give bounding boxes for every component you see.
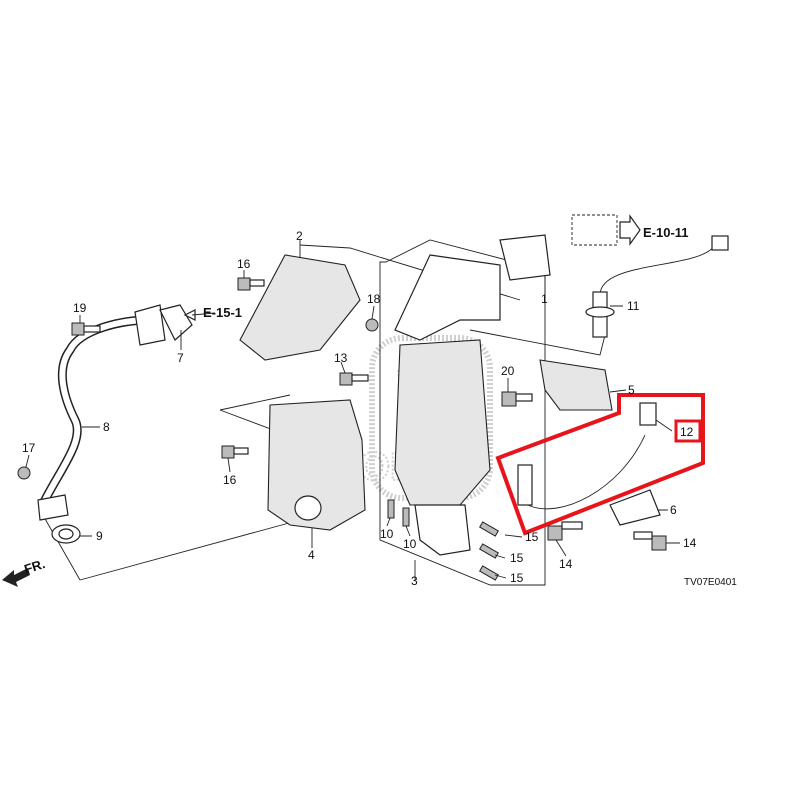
callout-1: 1 <box>541 292 548 306</box>
stud-10b <box>402 507 410 527</box>
bracket-part-6 <box>609 489 661 526</box>
reference-arrow-icon <box>619 214 641 246</box>
callout-19: 19 <box>73 301 87 315</box>
stud-15 <box>479 521 499 537</box>
heat-shield-part-5 <box>539 359 613 411</box>
callout-14: 14 <box>559 557 573 571</box>
leader-lines <box>25 240 680 579</box>
highlight-box <box>495 393 705 536</box>
callout-18: 18 <box>367 292 381 306</box>
callout-2: 2 <box>296 229 303 243</box>
lower-heat-shield-part-4 <box>267 399 366 531</box>
callout-10b: 10 <box>403 537 417 551</box>
bolt-14 <box>547 525 563 541</box>
callout-20: 20 <box>501 364 515 378</box>
reference-e10-11[interactable]: E-10-11 <box>643 225 689 240</box>
callout-7: 7 <box>177 351 184 365</box>
callout-labels: 1 2 3 4 5 6 7 8 9 10 10 11 12 13 14 14 1… <box>22 229 697 588</box>
assembly-lines <box>39 239 606 586</box>
callout-4: 4 <box>308 548 315 562</box>
bolt-16 <box>237 277 251 291</box>
reference-e15-1[interactable]: E-15-1 <box>203 305 242 320</box>
callout-16b: 16 <box>223 473 237 487</box>
callout-13: 13 <box>334 351 348 365</box>
callout-12: 12 <box>680 425 694 439</box>
front-arrow-label: FR. <box>22 556 47 577</box>
callout-9: 9 <box>96 529 103 543</box>
stud-15c <box>479 565 499 581</box>
diagram-code: TV07E0401 <box>684 577 737 588</box>
reference-box <box>571 214 618 246</box>
front-arrow-icon <box>2 568 30 587</box>
oxygen-sensor-part-11 <box>585 235 729 338</box>
callout-15b: 15 <box>510 551 524 565</box>
bolt-19 <box>71 322 85 336</box>
callout-5: 5 <box>628 383 635 397</box>
oxygen-sensor-part-12 <box>517 402 657 510</box>
callout-16: 16 <box>237 257 251 271</box>
callout-3: 3 <box>411 574 418 588</box>
callout-8: 8 <box>103 420 110 434</box>
callout-15c: 15 <box>510 571 524 585</box>
egr-pipe-part-8 <box>37 304 193 544</box>
gasket-part-1 <box>499 234 551 281</box>
bolt-13 <box>339 372 353 386</box>
callout-17: 17 <box>22 441 36 455</box>
stud-10 <box>387 499 395 519</box>
highlight-label-box <box>674 419 702 443</box>
bolt-14b <box>651 535 667 551</box>
bolt-16b <box>221 445 235 459</box>
upper-heat-shield-part-2 <box>239 254 361 361</box>
catalytic-converter-part-3 <box>394 254 501 556</box>
gasket-part-7 <box>159 304 193 341</box>
stud-15b <box>479 543 499 559</box>
nut-18 <box>365 318 379 332</box>
callout-14b: 14 <box>683 536 697 550</box>
callout-6: 6 <box>670 503 677 517</box>
callout-10: 10 <box>380 527 394 541</box>
nut-17 <box>17 466 31 480</box>
callout-15: 15 <box>525 530 539 544</box>
callout-11: 11 <box>627 299 640 313</box>
bolt-20 <box>501 391 517 407</box>
